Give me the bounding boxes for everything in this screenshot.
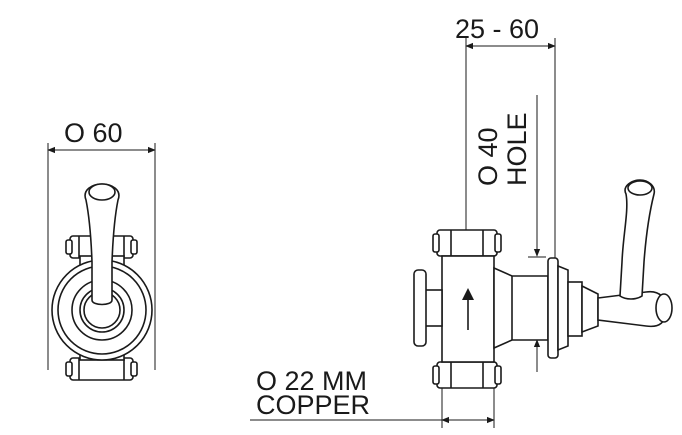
pipe-label-line1: O 22 MM [256, 366, 367, 396]
side-view: 25 - 60 O 40 HOLE [250, 14, 673, 428]
wall-flange [547, 257, 599, 359]
up-arrow-icon [462, 288, 474, 330]
side-lever-handle [597, 179, 673, 328]
front-view: O 60 [47, 118, 156, 381]
front-lever-handle [84, 183, 120, 306]
hole-label-line1: O 40 [473, 127, 503, 186]
wall-range-label: 25 - 60 [455, 14, 539, 44]
side-top-nut [432, 229, 502, 257]
front-width-label: O 60 [64, 118, 123, 148]
side-bottom-nut [432, 361, 502, 389]
pipe-label-line2: COPPER [256, 390, 370, 420]
hole-label-line2: HOLE [502, 112, 532, 186]
bottom-nut [65, 357, 138, 381]
service-cap [413, 269, 443, 347]
stem-housing [493, 266, 549, 350]
